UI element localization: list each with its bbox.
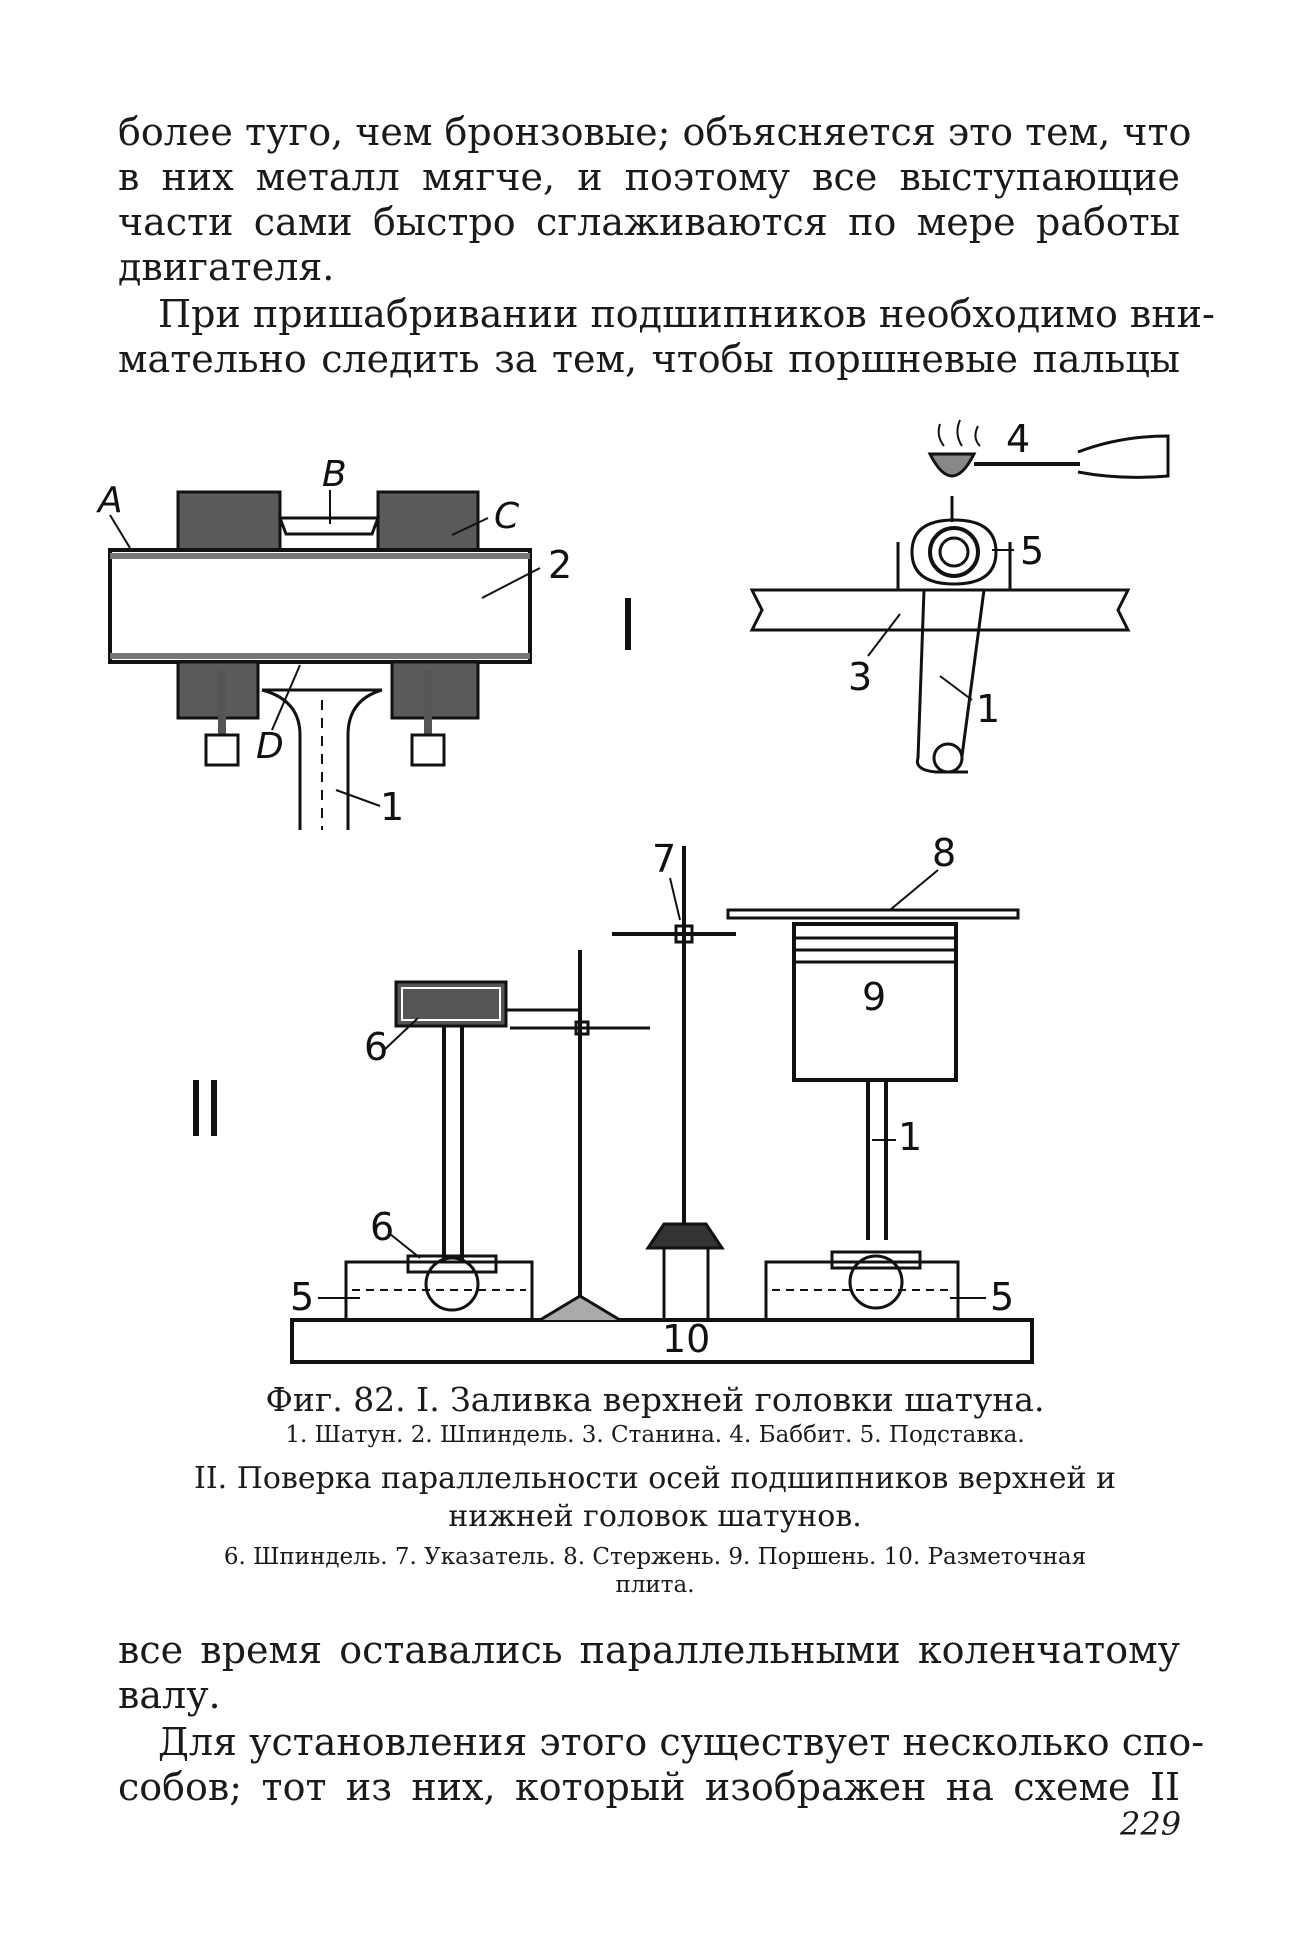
label-2: 2: [548, 543, 572, 587]
text-line: все время оставались параллельными колен…: [118, 1628, 1180, 1672]
label-7: 7: [652, 837, 676, 881]
paragraph-2: При пришабривании подшипников необходимо…: [118, 292, 1215, 382]
scheme-II-drawing: [290, 846, 1034, 1364]
label-5-left: 5: [290, 1275, 314, 1319]
label-9: 9: [862, 975, 886, 1019]
text-line: в них металл мягче, и поэтому все выступ…: [118, 155, 1180, 199]
text-line: части сами быстро сглаживаются по мере р…: [118, 200, 1180, 244]
scheme-I-right-drawing: [749, 419, 1170, 774]
label-D: D: [256, 726, 284, 767]
label-6-lower: 6: [370, 1205, 394, 1249]
label-1-right: 1: [976, 687, 1000, 731]
label-4: 4: [1006, 417, 1030, 461]
paragraph-4: Для установления этого существует нескол…: [118, 1720, 1205, 1810]
caption-line: II. Поверка параллельности осей подшипни…: [193, 1461, 1117, 1496]
figure-caption-I: Фиг. 82. I. Заливка верхней головки шату…: [265, 1380, 1045, 1419]
label-1-scheme-II: 1: [898, 1115, 922, 1159]
label-A: A: [96, 480, 123, 521]
label-1-left: 1: [380, 785, 404, 829]
text-line: более туго, чем бронзовые; объясняется э…: [118, 110, 1192, 154]
paragraph-1: более туго, чем бронзовые; объясняется э…: [118, 110, 1192, 290]
label-5-right: 5: [990, 1275, 1014, 1319]
text-line: мательно следить за тем, чтобы поршневые…: [118, 337, 1180, 381]
paragraph-3: все время оставались параллельными колен…: [118, 1628, 1180, 1718]
label-8: 8: [932, 831, 956, 875]
figure-caption-II: II. Поверка параллельности осей подшипни…: [140, 1460, 1170, 1536]
label-6-upper: 6: [364, 1025, 388, 1069]
figure-legend-II: 6. Шпиндель. 7. Указатель. 8. Стержень. …: [140, 1543, 1170, 1599]
text-line: двигателя.: [118, 245, 335, 289]
text-line: валу.: [118, 1673, 221, 1717]
scheme-I-left-drawing: [108, 490, 541, 830]
caption-line: нижней головок шатунов.: [448, 1499, 862, 1534]
text-line: При пришабривании подшипников необходимо…: [158, 292, 1215, 336]
label-10: 10: [662, 1317, 710, 1361]
label-5-top: 5: [1020, 529, 1044, 573]
figure-legend-I: 1. Шатун. 2. Шпиндель. 3. Станина. 4. Ба…: [285, 1422, 1025, 1448]
label-C: C: [494, 496, 520, 537]
label-3: 3: [848, 655, 872, 699]
label-B: B: [322, 454, 347, 495]
page-number: 229: [1120, 1805, 1182, 1843]
caption-line: 6. Шпиндель. 7. Указатель. 8. Стержень. …: [223, 1544, 1087, 1570]
text-line: Для установления этого существует нескол…: [158, 1720, 1205, 1764]
text-line: собов; тот из них, который изображен на …: [118, 1765, 1180, 1809]
caption-line: плита.: [615, 1572, 695, 1598]
